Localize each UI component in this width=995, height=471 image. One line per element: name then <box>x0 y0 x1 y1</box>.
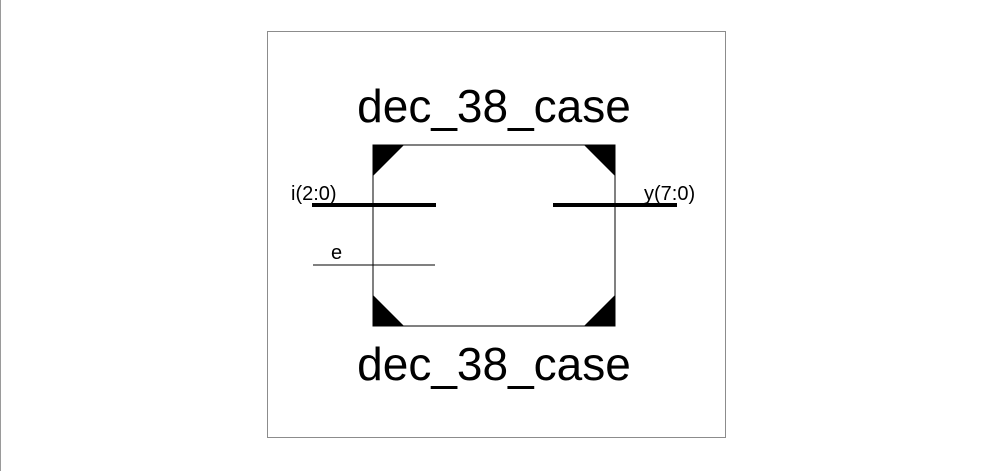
symbol-title-top: dec_38_case <box>357 80 631 132</box>
pin-label-output-bus: y(7:0) <box>644 183 695 205</box>
viewport-left-edge <box>0 0 1 471</box>
corner-mark-bottom-left <box>373 295 404 326</box>
corner-mark-bottom-right <box>584 295 615 326</box>
pin-label-enable: e <box>331 242 342 264</box>
symbol-title-bottom: dec_38_case <box>357 338 631 390</box>
corner-mark-top-left <box>373 145 404 176</box>
component-body[interactable] <box>372 144 616 327</box>
symbol-frame <box>267 31 726 438</box>
pin-label-input-bus: i(2:0) <box>291 183 337 205</box>
corner-mark-top-right <box>584 145 615 176</box>
